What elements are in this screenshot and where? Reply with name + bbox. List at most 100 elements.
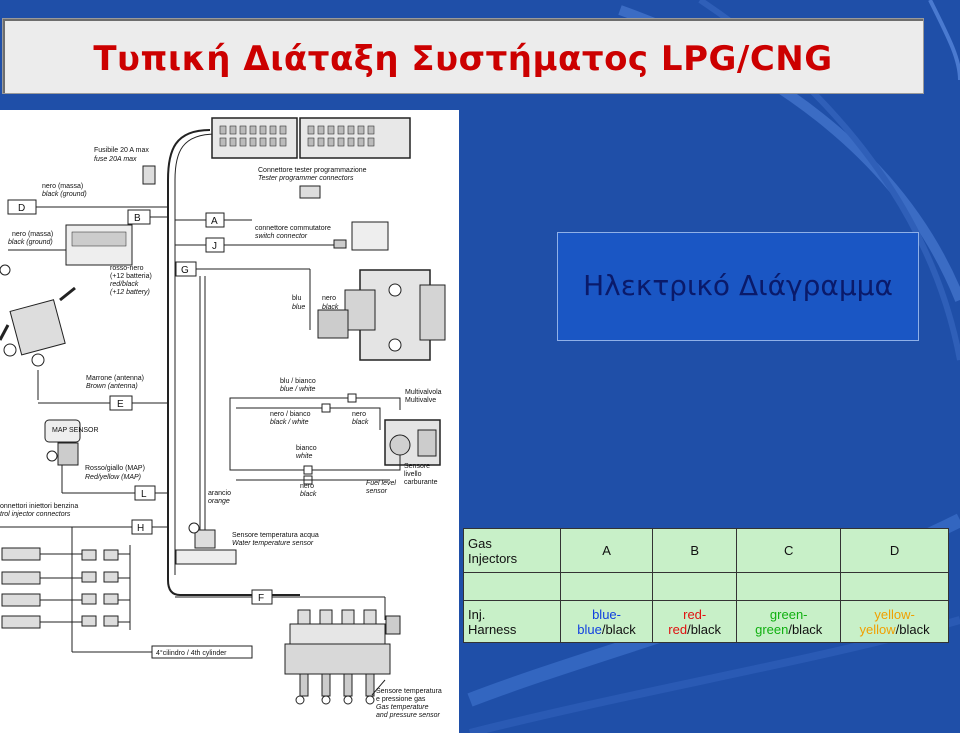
- reducer-assembly: [317, 269, 446, 361]
- gas-label: Gas: [468, 535, 492, 551]
- map-sensor-label: MAP SENSOR: [52, 427, 99, 434]
- table-row-header: Gas Injectors: [463, 528, 561, 573]
- tester-label: Connettore tester programmazione: [258, 167, 367, 174]
- orange-label: arancio: [208, 490, 231, 497]
- nero-label: nero: [322, 295, 336, 302]
- water-sensor-label-en: Water temperature sensor: [232, 540, 314, 547]
- table-cell: [840, 572, 949, 601]
- blu-label-en: blue: [292, 304, 305, 311]
- harness-a-color: blue: [577, 621, 602, 637]
- orange-label-en: orange: [208, 498, 230, 505]
- inj-label: Inj.: [468, 606, 486, 622]
- battery-label-en-2: (+12 battery): [110, 289, 150, 296]
- switch-label-en: switch connector: [255, 233, 308, 240]
- harness-cell-a: blue- blue/black: [559, 600, 654, 643]
- fuel-level-label-3: carburante: [404, 479, 438, 486]
- column-d-header: D: [840, 528, 949, 573]
- connector-letter-l: L: [141, 489, 147, 500]
- battery-label: rosso-nero: [110, 265, 144, 272]
- connector-letter-j: J: [212, 241, 217, 252]
- connector-letter-b: B: [134, 213, 141, 224]
- blu-label: blu: [292, 295, 301, 302]
- multivalve-label-en: Multivalve: [405, 397, 436, 404]
- harness-d-color: yellow: [859, 621, 896, 637]
- battery-label-2: (+12 batteria): [110, 273, 152, 280]
- switch-label: connettore commutatore: [255, 225, 331, 232]
- nerobianco-label-en: black / white: [270, 419, 309, 426]
- fuel-level-label-en-2: sensor: [366, 488, 388, 495]
- nero2-label-en: black: [352, 419, 369, 426]
- gas-sensor-label-2: e pressione gas: [376, 696, 426, 703]
- harness-d-line1: yellow-: [874, 606, 915, 622]
- harness-a-line1: blue-: [592, 606, 621, 622]
- nero3-label: nero: [300, 483, 314, 490]
- gas-sensor-label: Sensore temperatura: [376, 688, 442, 695]
- ground-label-2: nero (massa): [12, 231, 53, 238]
- harness-c-line1: green-: [769, 606, 808, 622]
- connector-letter-h: H: [137, 523, 144, 534]
- harness-a-black: /black: [601, 621, 636, 637]
- fuel-level-label: Sensore: [404, 463, 430, 470]
- table-cell: [652, 572, 738, 601]
- column-b-header: B: [652, 528, 738, 573]
- cylinder-label: 4°cilindro / 4th cylinder: [156, 649, 227, 657]
- gas-sensor-label-en: Gas temperature: [376, 704, 429, 711]
- title-bar: Τυπική Διάταξη Συστήματος LPG/CNG: [2, 18, 924, 94]
- harness-b-line1: red-: [683, 606, 707, 622]
- multivalve-label: Multivalvola: [405, 389, 442, 396]
- map-sensor: MAP SENSOR: [44, 419, 99, 466]
- fuel-level-label-2: livello: [404, 471, 422, 478]
- harness-b-color: red: [668, 621, 688, 637]
- subtitle: Ηλεκτρικό Διάγραμμα: [583, 269, 893, 302]
- slide-title: Τυπική Διάταξη Συστήματος LPG/CNG: [93, 39, 833, 79]
- ecu-connector: [211, 117, 411, 159]
- column-c-header: C: [736, 528, 842, 573]
- connector-letter-g: G: [181, 265, 189, 276]
- table-row: Inj. Harness blue- blue/black red- red/b…: [463, 600, 949, 643]
- ground-label-2-en: black (ground): [8, 239, 53, 246]
- column-a-header: A: [559, 528, 654, 573]
- table-cell: [736, 572, 842, 601]
- petrol-injector-connectors: [1, 547, 119, 629]
- antenna-label: Marrone (antenna): [86, 375, 144, 382]
- injector-harness-table: Gas Injectors A B C D Inj. Harness blue-…: [463, 528, 949, 643]
- harness-c-black: /black: [788, 621, 823, 637]
- connector-letter-f: F: [258, 593, 264, 604]
- water-sensor-label: Sensore temperatura acqua: [232, 532, 319, 539]
- ground-label-1-en: black (ground): [42, 191, 87, 198]
- gas-injector-rail: [284, 609, 401, 705]
- nerobianco-label: nero / bianco: [270, 411, 311, 418]
- harness-b-black: /black: [687, 621, 722, 637]
- fuse-label-en: fuse 20A max: [94, 156, 137, 163]
- harness-label: Harness: [468, 621, 517, 637]
- antenna-label-en: Brown (antenna): [86, 383, 138, 390]
- bluebianco-label: blu / bianco: [280, 378, 316, 385]
- nero3-label-en: black: [300, 491, 317, 498]
- connector-letter-d: D: [18, 203, 25, 214]
- harness-cell-d: yellow- yellow/black: [840, 600, 949, 643]
- nero-label-en: black: [322, 304, 339, 311]
- bianco-label: bianco: [296, 445, 317, 452]
- wiring-diagram: Fusibile 20 A max fuse 20A max nero (mas…: [0, 110, 459, 733]
- subtitle-box: Ηλεκτρικό Διάγραμμα: [557, 232, 919, 341]
- multivalve: [384, 419, 441, 466]
- ignition-coil: [0, 286, 76, 367]
- harness-c-color: green: [755, 621, 789, 637]
- bianco-label-en: white: [296, 453, 312, 460]
- tester-label-en: Tester programmer connectors: [258, 175, 354, 182]
- gas-sensor-label-en-2: and pressure sensor: [376, 712, 440, 719]
- water-temp-sensor: [175, 522, 237, 565]
- battery-label-en: red/black: [110, 281, 139, 288]
- harness-cell-c: green- green/black: [736, 600, 842, 643]
- fuse-label: Fusibile 20 A max: [94, 147, 149, 154]
- connector-letter-e: E: [117, 399, 124, 410]
- harness-d-black: /black: [895, 621, 930, 637]
- table-cell: [559, 572, 654, 601]
- injector-connectors-label: onnettori iniettori benzina: [0, 503, 78, 510]
- ground-label-1: nero (massa): [42, 183, 83, 190]
- injector-connectors-label-en: trol injector connectors: [0, 511, 71, 518]
- table-row-header: Inj. Harness: [463, 600, 561, 643]
- table-cell: [463, 572, 561, 601]
- fuel-level-label-en: Fuel level: [366, 480, 396, 487]
- wiring-diagram-svg: Fusibile 20 A max fuse 20A max nero (mas…: [0, 117, 446, 719]
